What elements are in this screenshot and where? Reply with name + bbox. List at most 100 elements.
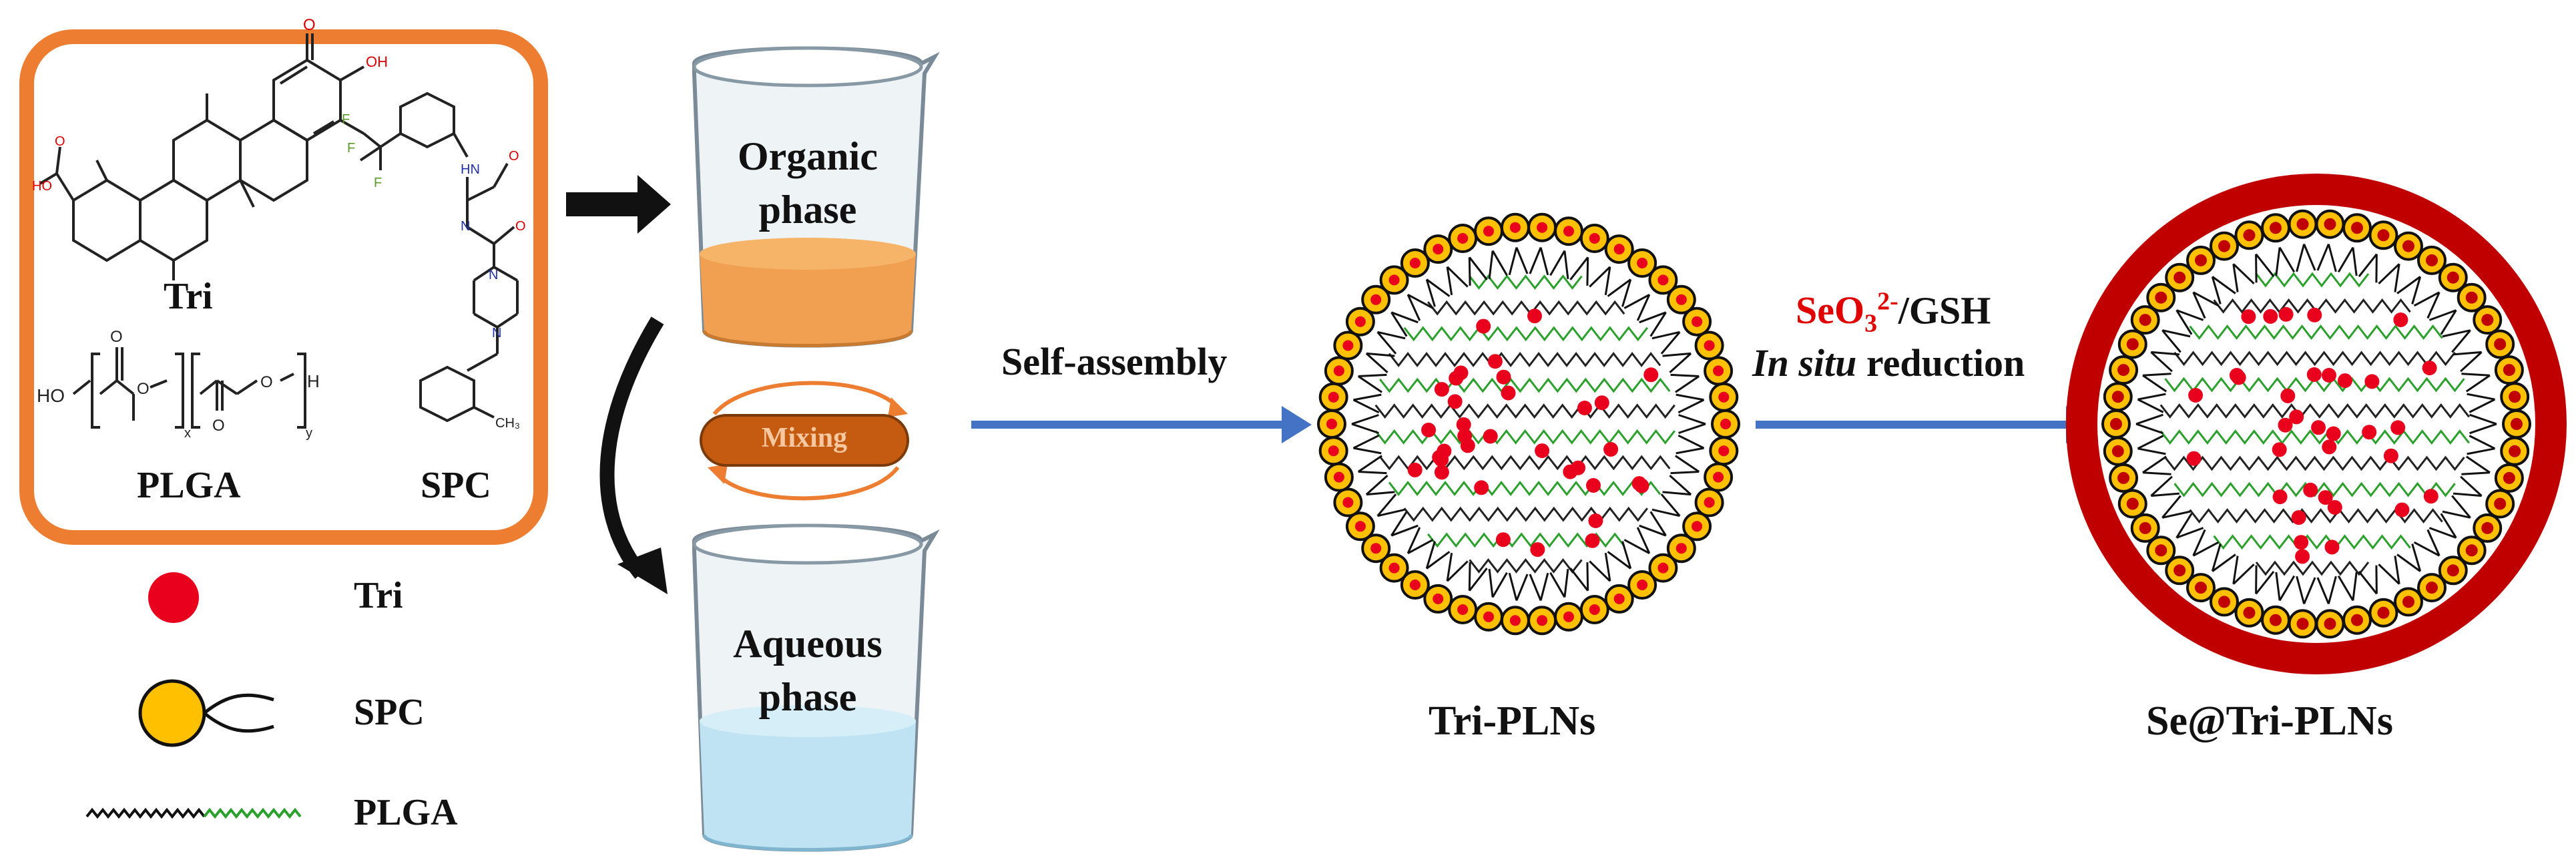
- tri-dot: [1476, 318, 1491, 334]
- tri-dot: [2263, 308, 2278, 324]
- plga-chain: [1379, 377, 1671, 393]
- tri-dot: [1588, 513, 1603, 528]
- selenium-dot: [2503, 364, 2515, 377]
- head-dot: [1589, 604, 1600, 615]
- plga-chain: [2255, 272, 2370, 288]
- self-assembly-arrow: [971, 406, 1312, 443]
- lipid-tail: [2296, 244, 2316, 272]
- lipid-tail: [1357, 455, 1387, 475]
- lipid-tail: [2337, 572, 2358, 602]
- lipid-tail: [2135, 413, 2163, 435]
- svg-text:O: O: [55, 134, 65, 149]
- lipid-tail: [1569, 562, 1589, 592]
- tri-dot: [2278, 306, 2294, 322]
- lipid-tail: [2275, 246, 2296, 276]
- lipid-tail: [1508, 572, 1529, 601]
- gsh-label: /GSH: [1898, 288, 1991, 333]
- selenium-dot: [2195, 254, 2207, 266]
- plga-chain: [2213, 534, 2411, 550]
- lipid-tail: [1623, 527, 1651, 555]
- svg-text:F: F: [342, 112, 350, 127]
- tri-dot: [2272, 442, 2287, 457]
- tri-dot: [2326, 426, 2341, 441]
- lipid-tail: [1589, 266, 1611, 296]
- lipid-tail: [2378, 263, 2400, 292]
- organic-phase-label-1: Organic: [738, 134, 878, 178]
- selenium-dot: [2377, 606, 2390, 619]
- tri-dot: [2307, 307, 2322, 322]
- lipid-tail: [2413, 529, 2440, 557]
- lipid-tail: [1468, 562, 1488, 592]
- curved-arrow-icon: [599, 316, 668, 594]
- head-dot: [1692, 316, 1703, 327]
- lipid-tail: [2467, 393, 2496, 413]
- head-dot: [1720, 419, 1731, 429]
- lipid-tail: [2453, 351, 2483, 373]
- plga-structure: [72, 347, 306, 429]
- tri-dot: [2322, 368, 2336, 383]
- lipid-tail: [1549, 569, 1569, 598]
- tri-dot: [1563, 464, 1578, 479]
- panel-border: [19, 29, 548, 545]
- self-assembly-label: Self-assembly: [1001, 340, 1228, 383]
- plga-chain: [1374, 429, 1676, 445]
- tri-dot: [2324, 539, 2340, 555]
- tri-dot: [2229, 368, 2244, 383]
- tri-dot: [2186, 451, 2202, 466]
- svg-text:N: N: [461, 219, 470, 234]
- svg-text:x: x: [184, 426, 191, 441]
- svg-text:O: O: [110, 328, 123, 346]
- lipid-tail: [1549, 250, 1569, 279]
- plga-chain: [2159, 429, 2470, 445]
- lipid-tail: [1425, 278, 1451, 307]
- head-dot: [1692, 521, 1703, 532]
- plga-chain: [2189, 324, 2443, 340]
- selenium-dot: [2173, 564, 2186, 577]
- plga-chain: [1388, 481, 1661, 496]
- tri-dot: [2338, 373, 2352, 389]
- tri-dot: [1496, 369, 1511, 385]
- lipid-tail: [1468, 256, 1488, 286]
- head-dot: [1354, 316, 1366, 327]
- tri-dot: [2278, 417, 2293, 433]
- svg-text:O: O: [260, 373, 273, 391]
- svg-text:OH: OH: [366, 53, 388, 70]
- tri-dot: [1585, 533, 1600, 548]
- tri-dot: [2295, 549, 2310, 564]
- selenium-dot: [2503, 471, 2515, 484]
- lipid-tail: [2137, 393, 2166, 413]
- lipid-tail: [2428, 513, 2457, 539]
- head-dot: [1457, 233, 1469, 244]
- lipid-tail: [2192, 291, 2220, 319]
- lipid-tail: [2137, 435, 2166, 455]
- tri-dot: [2311, 420, 2326, 435]
- lipid-tail: [2461, 373, 2491, 393]
- lipid-tail: [2175, 309, 2204, 335]
- selenium-dot: [2402, 596, 2414, 608]
- selenium-dot: [2195, 582, 2207, 594]
- tri-structure-label: Tri: [164, 276, 213, 317]
- selenium-dot: [2377, 229, 2390, 242]
- head-dot: [1613, 244, 1625, 255]
- lipid-tail: [1508, 247, 1529, 276]
- head-dot: [1563, 611, 1574, 622]
- tri-dot: [1434, 465, 1449, 480]
- tri-dot: [1501, 385, 1516, 401]
- head-dot: [1388, 562, 1400, 574]
- tri-dot: [2303, 482, 2318, 497]
- selenium-dot: [2243, 229, 2256, 242]
- lipid-tail: [1376, 331, 1406, 355]
- head-dot: [1509, 615, 1521, 626]
- tri-dot: [1643, 367, 1659, 383]
- lipid-tail: [2316, 576, 2337, 604]
- head-dot: [1637, 258, 1648, 268]
- head-dot: [1676, 543, 1687, 554]
- tri-dot: [1577, 401, 1592, 415]
- head-dot: [1713, 365, 1724, 377]
- tri-dot: [1407, 462, 1423, 477]
- plga-core: [1374, 274, 1676, 574]
- tri-dot: [2294, 535, 2309, 550]
- lipid-tail: [1662, 474, 1692, 496]
- plga-chain: [2159, 403, 2470, 419]
- selenium-dot: [2117, 471, 2130, 484]
